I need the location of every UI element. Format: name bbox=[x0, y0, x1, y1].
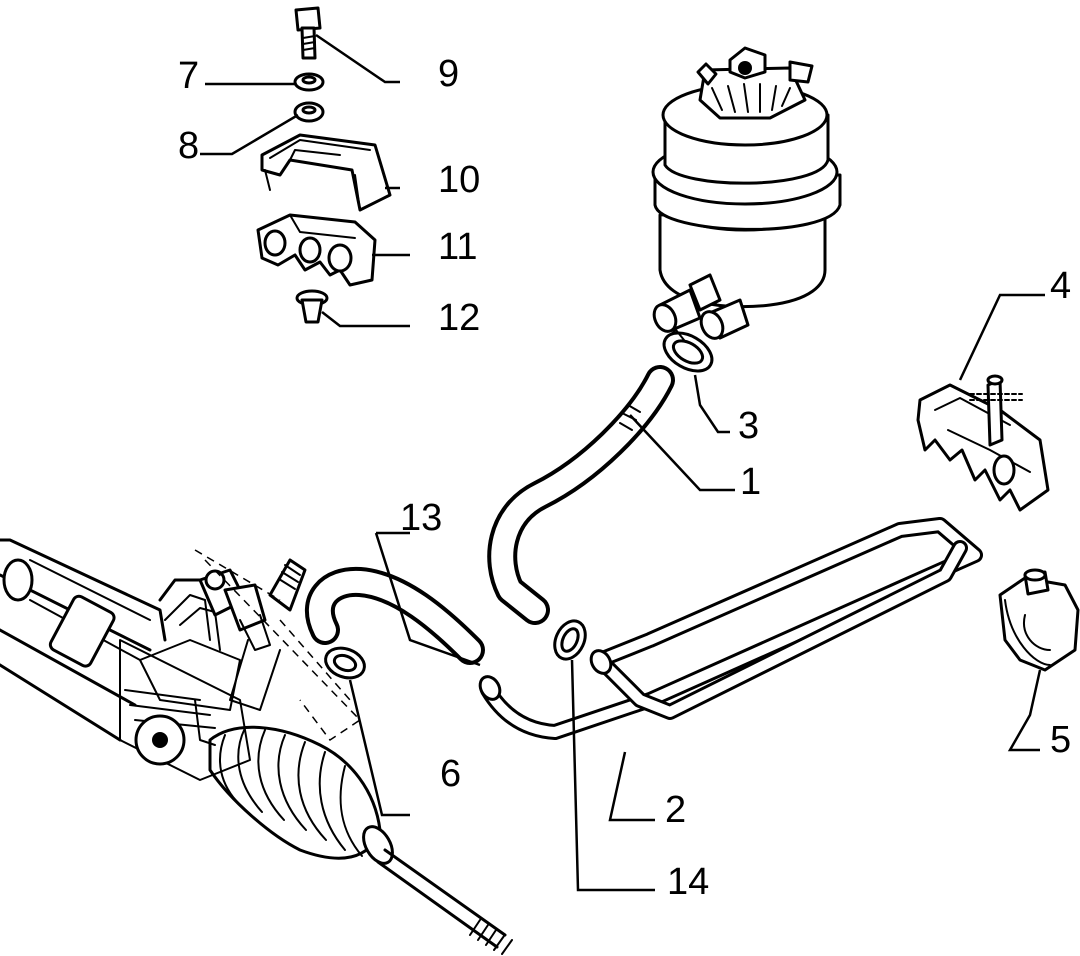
bush-12 bbox=[295, 289, 329, 324]
hose-1 bbox=[487, 365, 675, 625]
callout-14: 14 bbox=[667, 861, 709, 903]
callout-10: 10 bbox=[438, 159, 480, 201]
callout-9: 9 bbox=[438, 53, 459, 95]
callout-3: 3 bbox=[738, 405, 759, 447]
callout-11: 11 bbox=[438, 226, 477, 268]
callout-8: 8 bbox=[178, 125, 199, 167]
hose-13 bbox=[305, 566, 485, 665]
callout-5: 5 bbox=[1050, 719, 1071, 761]
hose-clamp-14 bbox=[553, 619, 587, 661]
callout-2: 2 bbox=[665, 789, 686, 831]
pipe-2 bbox=[478, 517, 983, 740]
callout-labels: 1 2 3 4 5 6 7 8 9 10 11 12 13 14 bbox=[178, 53, 1071, 903]
bolt-9 bbox=[294, 6, 322, 60]
callout-12: 12 bbox=[438, 297, 480, 339]
callout-7: 7 bbox=[178, 55, 199, 97]
bracket-5 bbox=[998, 568, 1080, 672]
steering-rack bbox=[0, 538, 513, 955]
clamp-bracket-10 bbox=[260, 133, 392, 212]
callout-4: 4 bbox=[1050, 265, 1071, 307]
leader-lines bbox=[200, 33, 1045, 892]
nut-7 bbox=[293, 72, 325, 92]
fluid-reservoir bbox=[651, 46, 842, 340]
callout-6: 6 bbox=[440, 753, 461, 795]
callout-13: 13 bbox=[400, 497, 442, 539]
rubber-mount-11 bbox=[256, 213, 377, 287]
bracket-4 bbox=[916, 374, 1050, 512]
callout-1: 1 bbox=[740, 461, 761, 503]
hose-clamp-3 bbox=[662, 329, 714, 373]
hose-clamp-6 bbox=[324, 646, 366, 680]
washer-8 bbox=[293, 101, 325, 123]
